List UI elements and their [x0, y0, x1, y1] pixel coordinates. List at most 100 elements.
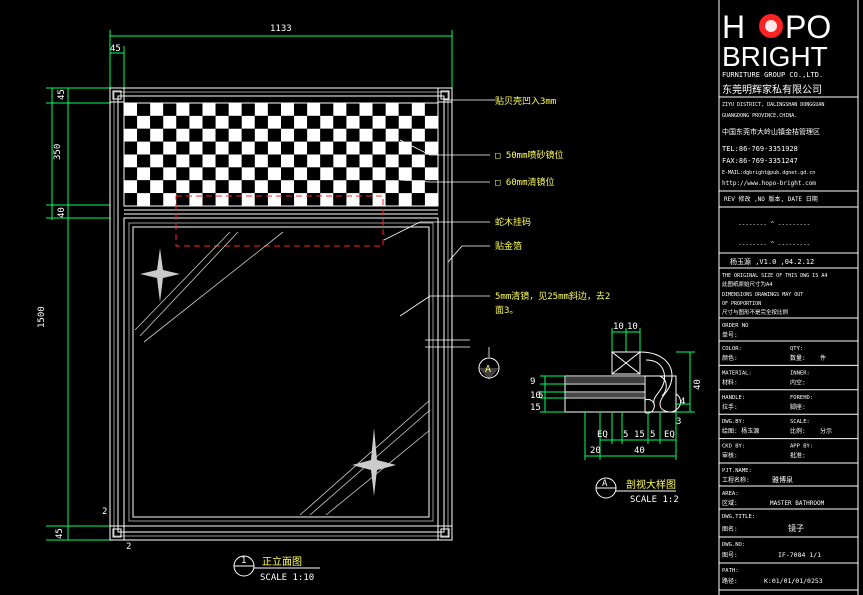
checker-cell: [359, 193, 373, 207]
checker-cell: [385, 128, 399, 142]
checker-cell: [176, 115, 190, 129]
project-value: 雅博泉: [772, 475, 793, 484]
checker-cell: [137, 115, 151, 129]
checker-cell: [228, 193, 242, 207]
svg-text:OF PROPORTION: OF PROPORTION: [722, 301, 761, 307]
checker-cell: [241, 193, 255, 207]
checker-panel: [124, 103, 438, 207]
checker-cell: [385, 180, 399, 194]
checker-cell: [241, 115, 255, 129]
field-value-2: 件: [820, 354, 826, 362]
checker-cell: [228, 167, 242, 181]
checker-cell: [124, 167, 138, 181]
checker-cell: [124, 141, 138, 155]
field-label-en-2: QTY:: [790, 346, 803, 352]
svg-text:5: 5: [538, 391, 543, 401]
checker-cell: [307, 154, 321, 168]
label-clear-mirror: □ 60mm清镜位: [495, 176, 555, 188]
checker-cell: [254, 115, 268, 129]
checker-cell: [294, 180, 308, 194]
checker-cell: [398, 141, 412, 155]
annotation-labels: 贴贝壳凹入3mm □ 50mm喷砂镜位 □ 60mm清镜位 蛇木挂码 贴金箔 5…: [495, 95, 610, 316]
checker-cell: [359, 154, 373, 168]
svg-text:A: A: [602, 479, 608, 489]
svg-text:图名:: 图名:: [722, 525, 738, 533]
svg-text:4: 4: [680, 397, 685, 407]
checker-cell: [359, 141, 373, 155]
checker-cell: [137, 180, 151, 194]
checker-cell: [228, 141, 242, 155]
checker-cell: [320, 180, 334, 194]
checker-cell: [241, 154, 255, 168]
checker-cell: [189, 115, 203, 129]
svg-text:DWG.TITLE:: DWG.TITLE:: [722, 514, 755, 520]
checker-cell: [411, 167, 425, 181]
checker-cell: [150, 115, 164, 129]
checker-cell: [346, 128, 360, 142]
checker-cell: [333, 180, 347, 194]
checker-cell: [411, 193, 425, 207]
svg-text:AREA:: AREA:: [722, 491, 739, 497]
field-label-cn: 拉手:: [722, 403, 738, 411]
checker-cell: [294, 193, 308, 207]
svg-text:1: 1: [241, 556, 246, 566]
svg-text:15: 15: [634, 430, 645, 440]
section-marker-circle: [478, 357, 500, 379]
checker-cell: [189, 167, 203, 181]
checker-cell: [424, 115, 438, 129]
svg-text:-------- ^ ---------: -------- ^ ---------: [738, 221, 810, 228]
checker-cell: [333, 167, 347, 181]
detail-view-scale: SCALE 1:2: [630, 495, 679, 505]
checker-cell: [137, 154, 151, 168]
svg-text:DIMENSIONS DRAWINGS MAY OUT: DIMENSIONS DRAWINGS MAY OUT: [722, 292, 803, 298]
checker-cell: [228, 128, 242, 142]
checker-cell: [411, 128, 425, 142]
checker-cell: [202, 193, 216, 207]
svg-text:区域:: 区域:: [722, 499, 738, 507]
svg-text:10: 10: [530, 391, 541, 401]
label-shell-inset: 贴贝壳凹入3mm: [495, 95, 556, 107]
svg-text:图号:: 图号:: [722, 552, 738, 559]
checker-cell: [424, 154, 438, 168]
label-hanger: 蛇木挂码: [495, 216, 531, 228]
front-view-title: 1 正立面图 SCALE 1:10: [233, 555, 320, 583]
checker-cell: [411, 180, 425, 194]
checker-cell: [150, 193, 164, 207]
field-label-en-2: FOREHD:: [790, 395, 813, 401]
checker-cell: [372, 180, 386, 194]
checker-cell: [124, 154, 138, 168]
checker-cell: [372, 141, 386, 155]
checker-cell: [424, 193, 438, 207]
svg-text:http://www.hopo-bright.com: http://www.hopo-bright.com: [722, 180, 816, 187]
field-value-2: 分示: [820, 427, 832, 435]
checker-cell: [124, 115, 138, 129]
label-sandblast-mirror: □ 50mm喷砂镜位: [495, 149, 564, 161]
checker-cell: [124, 128, 138, 142]
checker-cell: [281, 141, 295, 155]
checker-cell: [359, 103, 373, 116]
checker-cell: [320, 128, 334, 142]
checker-cell: [189, 128, 203, 142]
field-label-en: DWG.BY:: [722, 419, 745, 425]
checker-cell: [307, 115, 321, 129]
checker-cell: [320, 141, 334, 155]
field-label-cn: 绘图: 杨玉源: [722, 427, 759, 435]
svg-text:GUANGDONG PROVINCE,CHINA.: GUANGDONG PROVINCE,CHINA.: [722, 113, 797, 119]
field-label-cn: 审核:: [722, 452, 738, 460]
checker-cell: [320, 115, 334, 129]
checker-cell: [333, 141, 347, 155]
checker-cell: [333, 103, 347, 116]
svg-text:-------- ^ ---------: -------- ^ ---------: [738, 241, 810, 248]
checker-cell: [202, 167, 216, 181]
checker-cell: [307, 180, 321, 194]
checker-cell: [267, 154, 281, 168]
dim-v-top: 45: [57, 89, 67, 100]
section-marker-label: A: [485, 364, 491, 375]
svg-text:路径:: 路径:: [722, 577, 738, 585]
checker-cell: [267, 128, 281, 142]
checker-cell: [281, 180, 295, 194]
dim-v-350: 350: [53, 144, 63, 160]
checker-cell: [359, 115, 373, 129]
checker-cell: [202, 180, 216, 194]
checker-cell: [281, 115, 295, 129]
